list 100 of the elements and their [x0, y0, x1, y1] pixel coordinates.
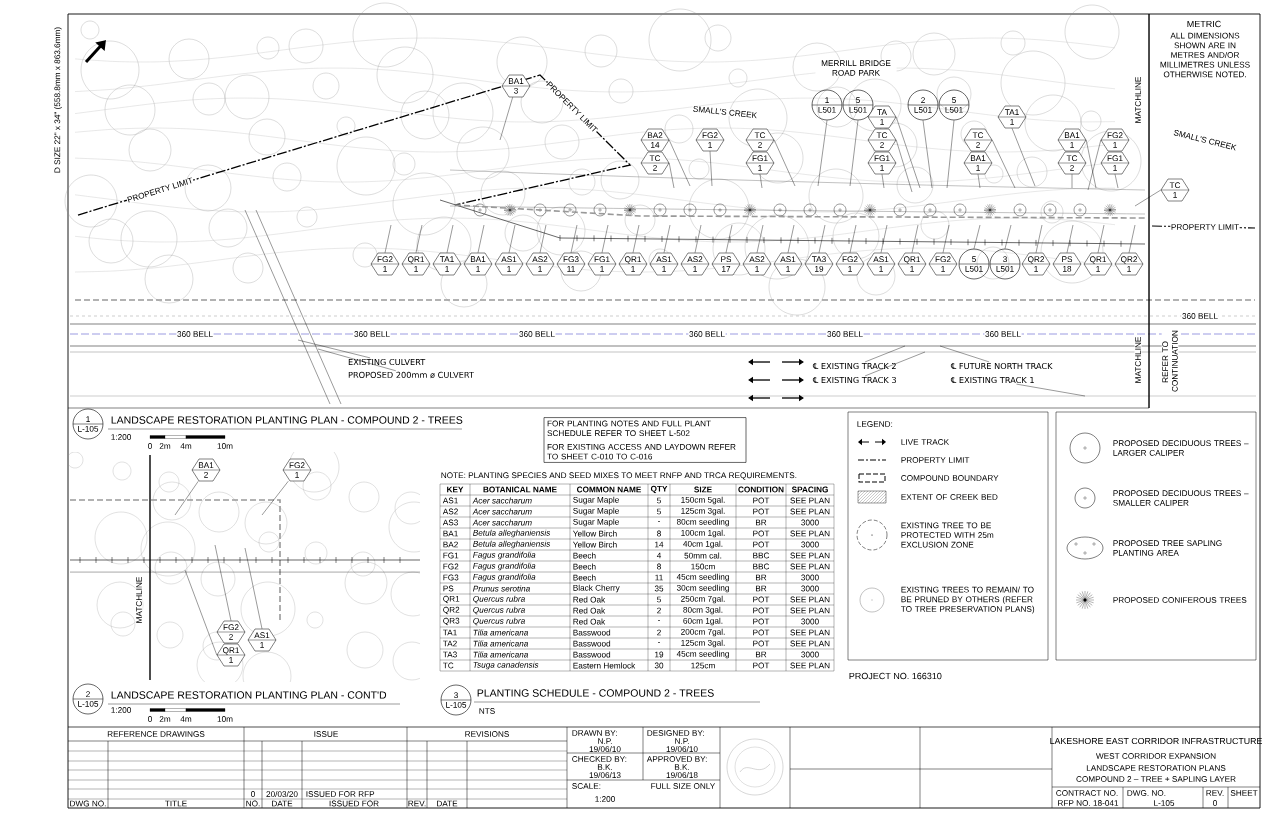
tag-hexagon: AS2 1	[742, 252, 772, 276]
table-cell: 4	[656, 552, 662, 559]
tag-hexagon: AS1 1	[494, 252, 524, 276]
table-cell: POT	[753, 508, 770, 515]
table-cell: Beech	[573, 574, 596, 581]
utility-line-label: 360 BELL	[984, 330, 1022, 338]
title-block-text: DESIGNED BY:	[647, 730, 704, 736]
title-block-text: 19/06/18	[666, 772, 698, 778]
leader-line	[864, 345, 906, 363]
table-cell: Acer saccharum	[472, 519, 532, 526]
legend-text: COMPOUND BOUNDARY	[901, 475, 999, 481]
table-cell: 5	[657, 508, 661, 515]
legend-text: PROPOSED CONIFEROUS TREES	[1113, 597, 1247, 603]
title-block-text: CONTRACT NO.	[1056, 790, 1118, 796]
callout-text: ℄ EXISTING TRACK 1	[950, 376, 1036, 384]
title-block-text: LANDSCAPE RESTORATION PLANS	[1086, 765, 1226, 771]
table-cell: SEE PLAN	[790, 497, 830, 504]
table-cell: Fagus grandifolia	[473, 562, 536, 571]
scale-text: 4m	[179, 715, 193, 723]
table-cell: SEE PLAN	[790, 640, 830, 647]
title-block-text: SHEET	[1230, 790, 1258, 796]
leader-line	[1097, 224, 1105, 253]
table-cell: Basswood	[573, 651, 611, 658]
leader-line	[942, 224, 950, 253]
metric-heading: METRIC	[1186, 20, 1222, 28]
tag-hexagon: BA1 1	[463, 252, 493, 276]
table-cell: 35	[654, 585, 664, 592]
leader-line	[317, 348, 397, 371]
leader-line	[632, 224, 640, 253]
leader-line	[539, 224, 547, 253]
scale-text: NTS	[478, 707, 496, 715]
tag-hexagon: FG1 1	[867, 151, 897, 175]
title-block-text: DATE	[437, 800, 458, 807]
tag-hexagon: FG1 1	[1100, 151, 1130, 175]
table-cell: 150cm 5gal.	[681, 496, 725, 505]
table-cell: POT	[753, 541, 770, 548]
leader-line	[896, 139, 913, 193]
table-cell: 3000	[801, 519, 819, 526]
scale-text: 2m	[158, 442, 172, 450]
table-header: SIZE	[694, 486, 712, 493]
title-block-text: APPROVED BY:	[646, 756, 707, 762]
leader-line	[818, 224, 826, 253]
table-cell: 5	[657, 497, 661, 504]
leader-line	[1016, 383, 1086, 397]
title-block-text: RFP NO. 18-041	[1058, 800, 1119, 806]
table-cell: AS2	[442, 508, 458, 515]
table-cell: POT	[753, 607, 770, 614]
title-block-text: WEST CORRIDOR EXPANSION	[1096, 753, 1216, 759]
table-cell: Sugar Maple	[573, 496, 619, 505]
leader-line	[477, 224, 485, 253]
scale-text: 1:200	[110, 433, 132, 441]
table-cell: 5	[657, 596, 661, 603]
tag-hexagon: TC 2	[1057, 151, 1087, 175]
title-block-text: 19/06/13	[589, 772, 621, 778]
legend-text: PROPOSED DECIDUOUS TREES – SMALLER CALIPER	[1113, 490, 1249, 506]
scale-text: 10m	[216, 715, 234, 723]
table-cell: Yellow Birch	[573, 541, 617, 548]
leader-line	[880, 224, 888, 253]
table-cell: -	[658, 620, 660, 621]
table-cell: Eastern Hemlock	[573, 662, 636, 669]
table-cell: 2	[657, 607, 661, 614]
leader-line	[911, 224, 919, 253]
continuation-note: REFER TO CONTINUATION	[1161, 330, 1179, 393]
table-cell: 3000	[801, 651, 819, 658]
leader-line	[1087, 139, 1101, 191]
title-block-text: DWG NO.	[70, 800, 106, 807]
leader-line	[261, 481, 289, 516]
title-block-text: REV.	[408, 800, 426, 807]
table-cell: SEE PLAN	[790, 530, 830, 537]
legend-heading: LEGEND:	[856, 420, 894, 428]
leader-line	[508, 224, 516, 253]
table-cell: POT	[753, 596, 770, 603]
title-block-text: NO.	[246, 800, 260, 807]
tag-hexagon: FG2 1	[370, 252, 400, 276]
tag-hexagon: TC 2	[867, 128, 897, 152]
tag-hexagon: FG2 1	[1100, 128, 1130, 152]
tag-hexagon: QR2 1	[1021, 252, 1051, 276]
leader-line	[174, 481, 199, 516]
table-cell: SEE PLAN	[790, 662, 830, 669]
table-cell: 125cm 3gal.	[681, 507, 725, 516]
tag-hexagon: FG2 1	[835, 252, 865, 276]
leader-line	[774, 139, 796, 187]
table-cell: PS	[443, 585, 454, 592]
table-cell: Basswood	[573, 640, 611, 647]
title-block-text: ISSUED FOR	[329, 800, 379, 807]
leader-line	[601, 224, 609, 253]
utility-line-label: 360 BELL	[518, 330, 556, 338]
title-block-text: ISSUED FOR RFP	[306, 791, 375, 797]
leader-line	[384, 224, 392, 253]
table-cell: QR2	[443, 606, 460, 615]
table-cell: Quercus rubra	[473, 606, 525, 615]
title-block-text: 1:200	[595, 796, 615, 802]
tag-hexagon: PS 18	[1052, 252, 1082, 276]
title-block-text: 19/06/10	[589, 746, 621, 752]
matchline-label: MATCHLINE	[1134, 336, 1142, 384]
table-cell: 200cm 7gal.	[681, 628, 725, 637]
tag-hexagon: BA1 1	[1057, 128, 1087, 152]
tag-hexagon: TC 2	[640, 151, 670, 175]
table-cell: AS1	[442, 497, 458, 504]
tag-hexagon: PS 17	[711, 252, 741, 276]
